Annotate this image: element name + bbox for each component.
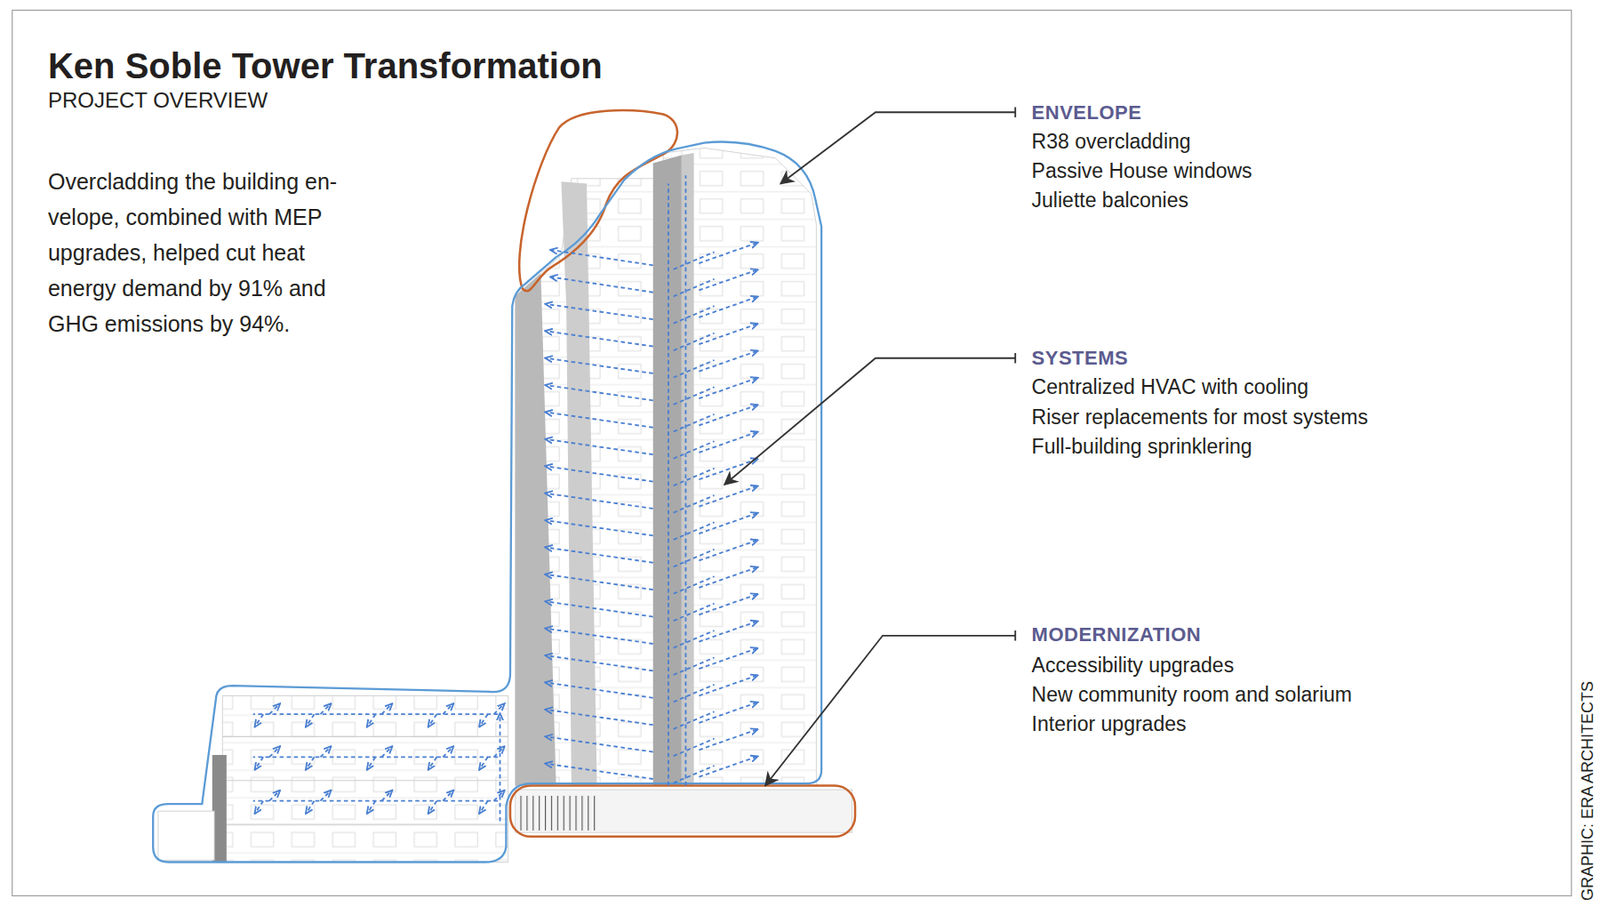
leader-lines bbox=[724, 106, 1016, 785]
subtitle: PROJECT OVERVIEW bbox=[48, 88, 268, 113]
summary-text: Overcladding the building en- velope, co… bbox=[48, 163, 377, 342]
callout-item: Accessibility upgrades bbox=[1032, 653, 1235, 678]
callout-item: R38 overcladding bbox=[1032, 129, 1192, 154]
callout-item: Riser replacements for most systems bbox=[1032, 405, 1368, 430]
low-rise-wing bbox=[158, 695, 509, 862]
frame bbox=[12, 9, 1572, 896]
callout-item: Centralized HVAC with cooling bbox=[1032, 375, 1310, 400]
callout-item: Passive House windows bbox=[1032, 159, 1253, 184]
callout-item: Full-building sprinklering bbox=[1032, 434, 1253, 459]
airflow-arrows bbox=[253, 175, 758, 821]
title: Ken Soble Tower Transformation bbox=[48, 46, 603, 87]
callout-heading: ENVELOPE bbox=[1032, 101, 1143, 125]
callout-item: Interior upgrades bbox=[1032, 712, 1187, 736]
roof-outline bbox=[519, 110, 678, 291]
tower bbox=[515, 147, 817, 785]
podium bbox=[510, 784, 856, 836]
callout-heading: MODERNIZATION bbox=[1032, 623, 1202, 647]
credit-note: GRAPHIC: ERA ARCHITECTS bbox=[1578, 680, 1598, 901]
callout-item: Juliette balconies bbox=[1032, 188, 1189, 213]
callout-item: New community room and solarium bbox=[1032, 682, 1352, 707]
callout-heading: SYSTEMS bbox=[1032, 346, 1129, 370]
